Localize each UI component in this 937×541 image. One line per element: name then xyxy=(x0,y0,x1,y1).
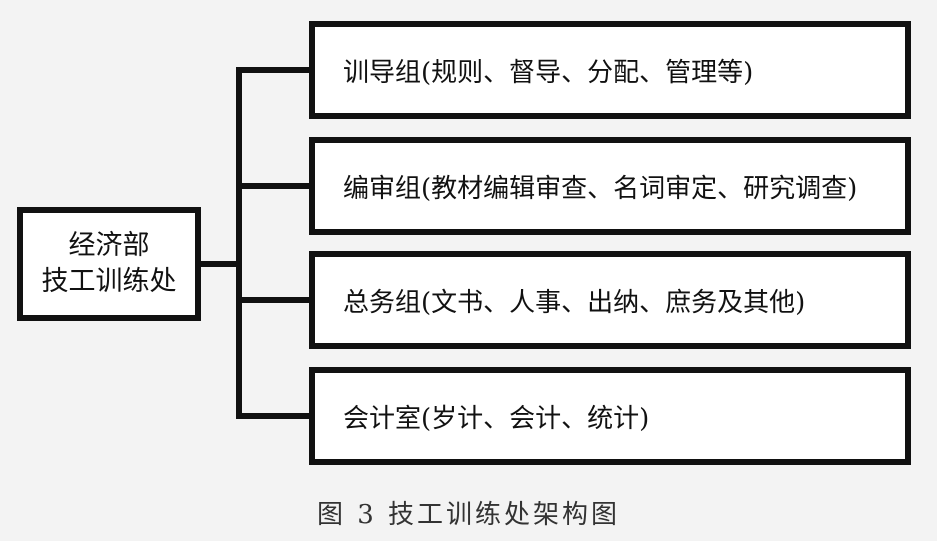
root-node: 经济部 技工训练处 xyxy=(17,207,201,321)
child-node-2-label: 编审组(教材编辑审查、名词审定、研究调查) xyxy=(343,173,858,204)
child-node-4: 会计室(岁计、会计、统计) xyxy=(309,367,911,465)
figure-caption: 图 3 技工训练处架构图 xyxy=(316,500,621,530)
branch-connector-1 xyxy=(236,67,309,73)
root-node-line-1: 经济部 xyxy=(68,230,150,261)
branch-connector-4 xyxy=(236,413,309,419)
child-node-1-label: 训导组(规则、督导、分配、管理等) xyxy=(343,57,754,88)
branch-connector-3 xyxy=(236,297,309,303)
branch-connector-2 xyxy=(236,183,309,189)
child-node-4-label: 会计室(岁计、会计、统计) xyxy=(343,403,650,434)
child-node-2: 编审组(教材编辑审查、名词审定、研究调查) xyxy=(309,137,911,235)
child-node-3-label: 总务组(文书、人事、出纳、庶务及其他) xyxy=(343,287,806,318)
child-node-1: 训导组(规则、督导、分配、管理等) xyxy=(309,21,911,119)
vertical-trunk xyxy=(236,67,242,419)
root-node-line-2: 技工训练处 xyxy=(41,266,177,297)
child-node-3: 总务组(文书、人事、出纳、庶务及其他) xyxy=(309,251,911,349)
root-connector xyxy=(201,261,242,267)
